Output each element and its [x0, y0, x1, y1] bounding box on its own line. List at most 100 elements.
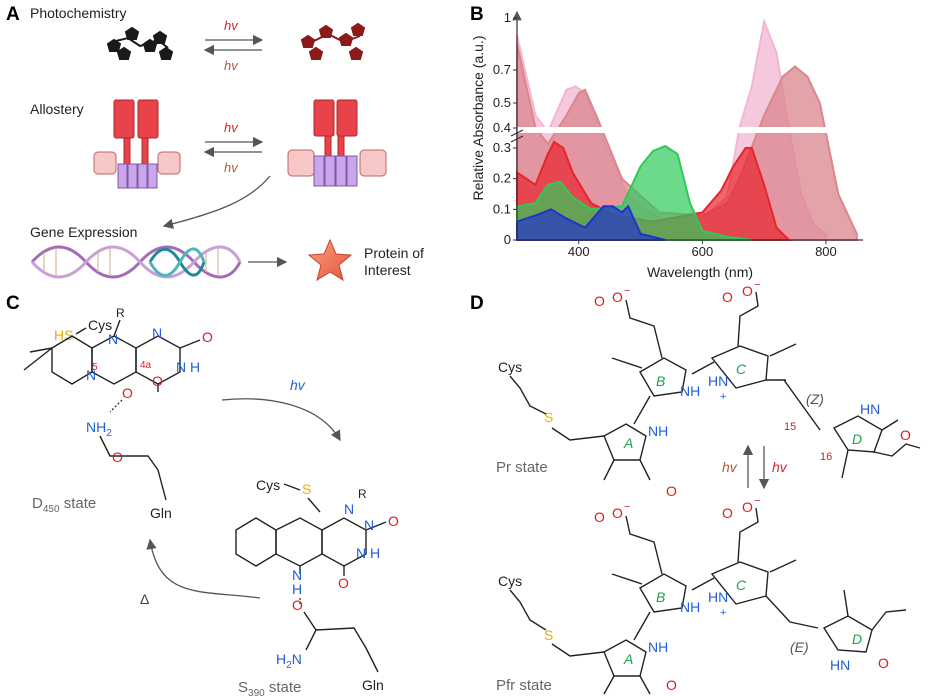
panel-d: Cys S O O − O O − A [496, 279, 921, 695]
r-label-2: R [358, 487, 367, 501]
o-label-d6: O [722, 505, 733, 521]
o-label-4: O [112, 449, 123, 465]
s-label-d1: S [544, 409, 553, 425]
gln-chain-1 [99, 435, 167, 501]
allostery-label: Allostery [30, 101, 84, 117]
ring-a-label-2: A [623, 651, 633, 667]
y-tick-label: 0 [504, 232, 511, 247]
minus-d3: − [624, 501, 630, 513]
e-label: (E) [790, 639, 809, 655]
allostery-equilibrium-arrows [203, 136, 264, 158]
nh-label-d3: NH [648, 639, 668, 655]
delta-label: Δ [140, 591, 149, 607]
photochemistry-label: Photochemistry [30, 5, 126, 21]
d450-state-label: D450 state [32, 495, 96, 515]
n-label-2: N [344, 501, 354, 517]
o-label-d5: O [594, 509, 605, 525]
allosteric-protein-open [93, 99, 181, 189]
pos4a-label: 4a [140, 360, 152, 371]
n-label: N [152, 325, 162, 341]
pfr-structure: Cys S O O − O O − A B [496, 495, 907, 695]
x-tick-label: 600 [692, 244, 714, 259]
o-label-d7: O [666, 677, 677, 693]
plus-d2: + [720, 607, 726, 619]
plus-d1: + [720, 391, 726, 403]
panel-label-d: D [470, 293, 484, 314]
hn-label-d3: HN [708, 589, 728, 605]
z-label: (Z) [806, 391, 824, 407]
nh-label-2: N H [356, 545, 380, 561]
o-label-6: O [338, 575, 349, 591]
nh-label: N H [176, 359, 200, 375]
c15-label: 15 [784, 421, 796, 433]
series-area-5 [516, 204, 666, 241]
y-axis-title: Relative Absorbance (a.u.) [470, 36, 486, 201]
cys-label-d2: Cys [498, 573, 522, 589]
nh2-label: NH2 [86, 419, 112, 439]
y-tick-label: 0.5 [493, 95, 511, 110]
o-label-5: O [388, 513, 399, 529]
minus-d1: − [624, 285, 630, 297]
minus-d4: − [754, 495, 760, 507]
n-label-3: N [364, 517, 374, 533]
protein-star-icon [307, 238, 353, 282]
y-tick-label: 0.7 [493, 62, 511, 77]
s-label-d2: S [544, 627, 553, 643]
pfr-state-label: Pfr state [496, 677, 552, 694]
axis-break-band [517, 127, 863, 133]
x-axis-title: Wavelength (nm) [647, 264, 753, 280]
ring-c-label-2: C [736, 577, 747, 593]
panel-label-a: A [6, 4, 20, 25]
ring-b-label: B [656, 373, 665, 389]
flavin-structure [23, 319, 201, 392]
hv-forward-label-2: hv [224, 120, 239, 135]
o-label-1: O [202, 329, 213, 345]
ring-a-label: A [623, 435, 633, 451]
molecule-dark [106, 26, 174, 60]
panel-c: HS Cys N R N O N H N 5 4a O O NH2 O Gln … [23, 306, 399, 696]
series-layer [516, 17, 858, 241]
x-tick-label: 800 [815, 244, 837, 259]
o-minus-label-d4: O [742, 499, 753, 515]
gln-label-2: Gln [362, 677, 384, 693]
protein-label-line1: Protein of [364, 245, 424, 261]
hn-label-d1: HN [708, 373, 728, 389]
hv-right-d: hv [772, 459, 788, 475]
allosteric-protein-closed [287, 99, 387, 187]
n5-label: N [86, 367, 96, 383]
r-label: R [116, 306, 125, 320]
o-label-d1: O [594, 293, 605, 309]
cys-label: Cys [88, 317, 112, 333]
n-label-4: N [292, 567, 302, 583]
hv-reverse-label-2: hv [224, 160, 239, 175]
photochem-equilibrium-arrows [203, 34, 264, 56]
molecule-red [300, 22, 366, 60]
gln-chain-2 [303, 611, 379, 673]
panel-label-b: B [470, 4, 484, 25]
o-minus-label-d2: O [742, 283, 753, 299]
ring-b-label-2: B [656, 589, 665, 605]
y-tick-label: 0.1 [493, 201, 511, 216]
hv-left-d: hv [722, 459, 738, 475]
protein-label-line2: Interest [364, 262, 411, 278]
ring-d-label: D [852, 431, 862, 447]
nh-label-d1: NH [648, 423, 668, 439]
pr-structure: Cys S O O − O O − A [496, 279, 921, 499]
hv-label-c: hv [290, 377, 306, 393]
hn-label-d2: HN [860, 401, 880, 417]
s390-state-label: S390 state [238, 679, 301, 696]
n10-label: N [108, 331, 118, 347]
hv-curved-arrow [221, 398, 341, 442]
pr-state-label: Pr state [496, 459, 548, 476]
y-tick-label: 0.4 [493, 120, 511, 135]
o-label-3: O [122, 385, 133, 401]
hv-forward-label: hv [224, 18, 239, 33]
hv-reverse-label: hv [224, 58, 239, 73]
panel-a: Photochemistry hv hv Allostery [30, 5, 424, 282]
panel-label-c: C [6, 293, 20, 314]
c16-label: 16 [820, 451, 832, 463]
o-minus-label-d1: O [612, 289, 623, 305]
